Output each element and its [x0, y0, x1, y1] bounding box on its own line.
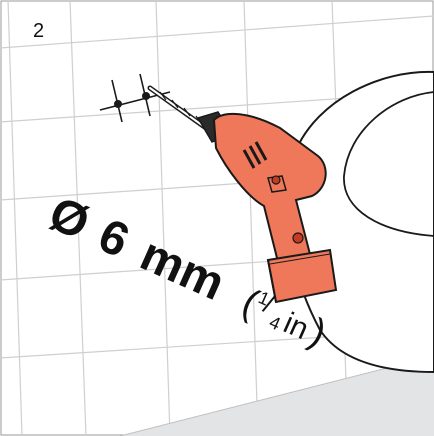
- step-number: 2: [33, 20, 45, 42]
- drill-icon: [147, 85, 338, 304]
